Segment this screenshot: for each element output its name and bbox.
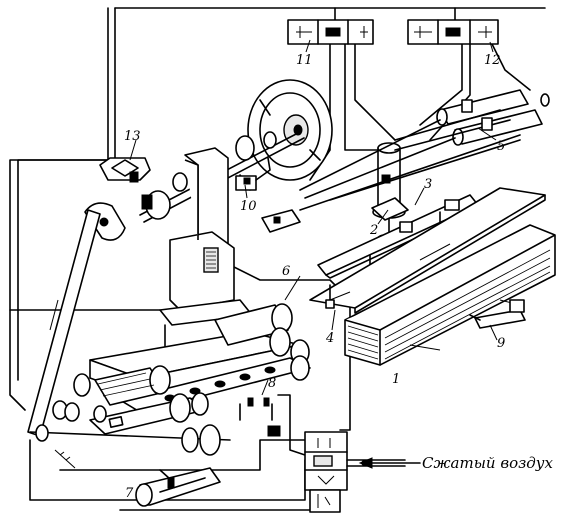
callout-labels: 1 2 3 4 5 6 7 8 9 10 11 12 13 bbox=[124, 53, 505, 501]
callout-9: 9 bbox=[497, 336, 505, 351]
gripper-plate-4 bbox=[309, 187, 546, 314]
cylinder-5 bbox=[299, 89, 550, 199]
callout-3: 3 bbox=[424, 177, 432, 192]
callout-11: 11 bbox=[296, 53, 313, 68]
clutch-13 bbox=[99, 157, 151, 183]
control-valve bbox=[304, 431, 348, 513]
callout-8: 8 bbox=[268, 376, 276, 391]
callout-leaders bbox=[129, 39, 498, 396]
flywheel bbox=[247, 79, 333, 181]
callout-5: 5 bbox=[497, 139, 505, 154]
callout-7: 7 bbox=[125, 486, 134, 501]
callout-4: 4 bbox=[325, 331, 334, 346]
limit-switch-10 bbox=[235, 157, 301, 233]
inlet-arrow bbox=[358, 457, 421, 469]
main-shaft bbox=[139, 131, 305, 223]
callout-10: 10 bbox=[240, 199, 257, 214]
lumber-stack-1 bbox=[344, 224, 556, 366]
roller-carriage bbox=[73, 303, 311, 435]
callout-2: 2 bbox=[369, 223, 378, 238]
press-column bbox=[159, 147, 253, 381]
callout-1: 1 bbox=[392, 372, 400, 387]
callout-13: 13 bbox=[124, 129, 141, 144]
valve-11 bbox=[287, 19, 374, 45]
callout-6: 6 bbox=[282, 264, 290, 279]
callout-12: 12 bbox=[484, 53, 501, 68]
lower-shaft bbox=[29, 397, 281, 469]
air-gun-7 bbox=[135, 467, 221, 507]
inlet-label: Сжатый воздух bbox=[422, 454, 553, 472]
lever-9 bbox=[469, 299, 526, 329]
valve-12 bbox=[407, 19, 499, 45]
